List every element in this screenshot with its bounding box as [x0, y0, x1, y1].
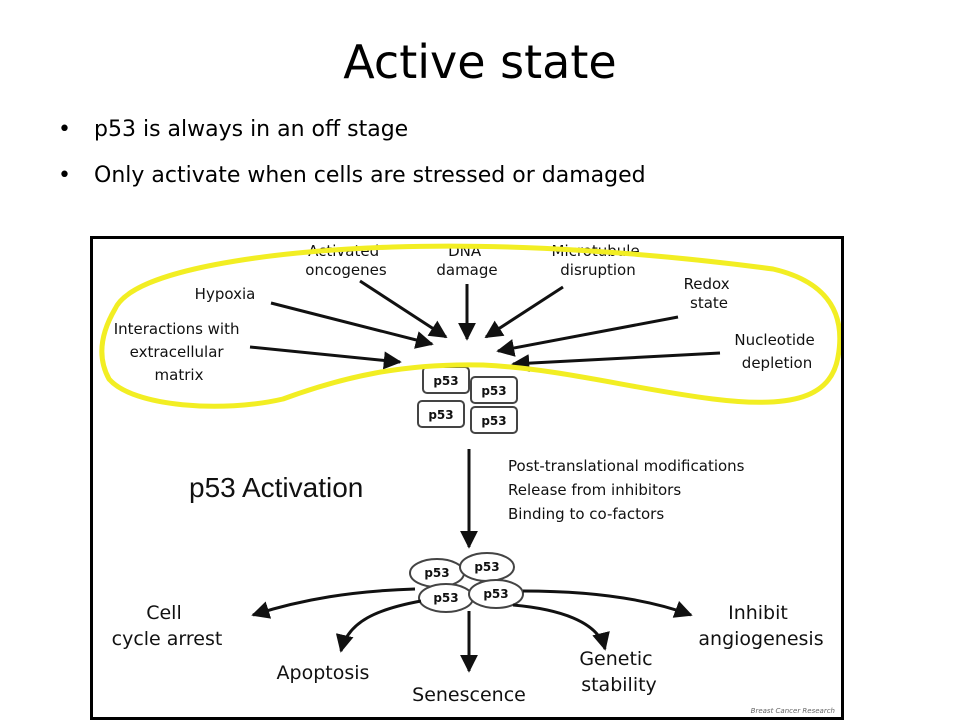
highlight-loop [99, 243, 841, 409]
p53-oval: p53 [418, 583, 474, 613]
bullet-text: p53 is always in an off stage [94, 117, 409, 142]
outcome-apoptosis: Apoptosis [277, 662, 370, 684]
mechanism-item: Post-translational modifications [508, 457, 745, 475]
svg-text:p53: p53 [481, 414, 506, 428]
outcome-senescence: Senescence [412, 684, 526, 706]
p53-box: p53 [470, 376, 518, 404]
activation-mechanisms: Post-translational modifications Release… [508, 457, 745, 523]
outcome-cell-cycle-arrest: Cell cycle arrest [112, 602, 223, 650]
mechanism-item: Binding to co-factors [508, 505, 664, 523]
outcome-genetic-stability: Genetic stability [579, 648, 658, 696]
outcome-labels: Cell cycle arrest Apoptosis Senescence G… [112, 602, 824, 706]
svg-text:p53: p53 [483, 587, 508, 601]
stressor-hypoxia: Hypoxia [195, 285, 256, 303]
p53-oval: p53 [409, 558, 465, 588]
svg-text:p53: p53 [428, 408, 453, 422]
stressor-arrows [249, 279, 721, 373]
mechanism-item: Release from inhibitors [508, 481, 681, 499]
svg-text:p53: p53 [433, 591, 458, 605]
inactive-p53-cluster: p53 p53 p53 p53 [417, 366, 518, 434]
p53-oval: p53 [468, 579, 524, 609]
p53-box: p53 [422, 366, 470, 394]
stressor-redox-state: Redox state [684, 275, 735, 312]
stressor-nucleotide-depletion: Nucleotide depletion [734, 331, 819, 372]
bullet-item: • p53 is always in an off stage [58, 116, 646, 144]
pathway-diagram: Activated oncogenes DNA damage Microtubu… [99, 242, 841, 715]
outcome-arrows [251, 587, 693, 673]
p53-oval: p53 [459, 552, 515, 582]
p53-box: p53 [417, 400, 465, 428]
active-p53-cluster: p53 p53 p53 p53 [409, 552, 524, 613]
svg-text:p53: p53 [474, 560, 499, 574]
bullet-text: Only activate when cells are stressed or… [94, 163, 646, 188]
stressor-ecm-interactions: Interactions with extracellular matrix [114, 320, 245, 384]
svg-text:p53: p53 [433, 374, 458, 388]
figure-credit: Breast Cancer Research [751, 707, 835, 715]
p53-box: p53 [470, 406, 518, 434]
svg-text:p53: p53 [424, 566, 449, 580]
svg-text:p53: p53 [481, 384, 506, 398]
bullet-dot-icon: • [58, 163, 71, 188]
outcome-inhibit-angiogenesis: Inhibit angiogenesis [698, 602, 823, 650]
bullet-list: • p53 is always in an off stage • Only a… [58, 116, 646, 208]
p53-pathway-figure: Activated oncogenes DNA damage Microtubu… [90, 236, 844, 720]
bullet-dot-icon: • [58, 117, 71, 142]
stressor-labels: Activated oncogenes DNA damage Microtubu… [114, 242, 819, 384]
slide-title: Active state [343, 35, 617, 89]
activation-title: p53 Activation [189, 472, 363, 503]
bullet-item: • Only activate when cells are stressed … [58, 162, 646, 190]
